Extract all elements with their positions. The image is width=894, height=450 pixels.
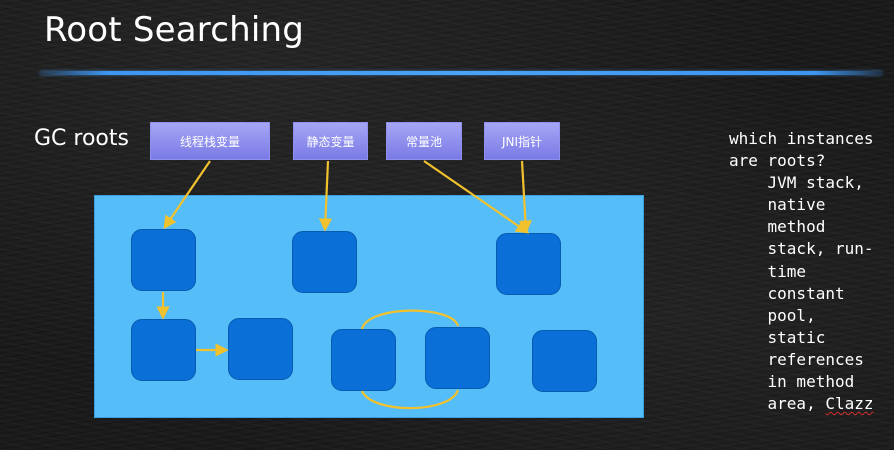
note-question-line-1: which instances [729,129,874,148]
note-answer-line-7: pool, [767,305,816,325]
cycle-arc-bottom [360,389,460,410]
note-answer-line-3: method [767,217,826,237]
roots-explanation: which instances are roots? JVM stack, na… [729,128,874,415]
arrow-thread-stack-to-object-1 [163,160,211,230]
gc-roots-label: GC roots [34,126,129,151]
title-rule [40,71,882,75]
root-thread-stack-vars: 线程栈变量 [150,122,270,160]
heap-object-3 [496,233,561,295]
arrow-constant-pool-to-object-3 [423,160,530,234]
arrow-jni-to-object-3 [518,160,532,234]
note-answer-line-6: constant [767,283,845,303]
note-answer-line-8: static [767,327,826,347]
heap-object-1 [131,229,196,291]
note-question-line-2: are roots? [729,151,826,171]
note-answer-line-5: time [767,261,807,281]
slide-title: Root Searching [44,10,305,50]
root-constant-pool: 常量池 [386,122,462,160]
note-answer-line-10: in method [767,372,855,392]
arrow-static-vars-to-object-2 [318,160,333,232]
heap-object-4 [131,319,196,381]
root-static-vars: 静态变量 [293,122,368,160]
cycle-arc-top [360,309,460,330]
note-answer-line-11: area, [767,394,826,414]
heap-object-8 [532,330,597,392]
heap-object-6 [331,329,396,391]
note-answer-line-4: stack, run- [767,239,874,259]
note-answer-line-9: references [767,349,864,369]
note-answer-line-2: native [767,195,826,215]
root-jni-pointers: JNI指针 [484,122,560,160]
misspelled-word: Clazz [825,394,874,414]
heap-object-7 [425,327,490,389]
note-answer-line-1: JVM stack, [767,173,864,193]
